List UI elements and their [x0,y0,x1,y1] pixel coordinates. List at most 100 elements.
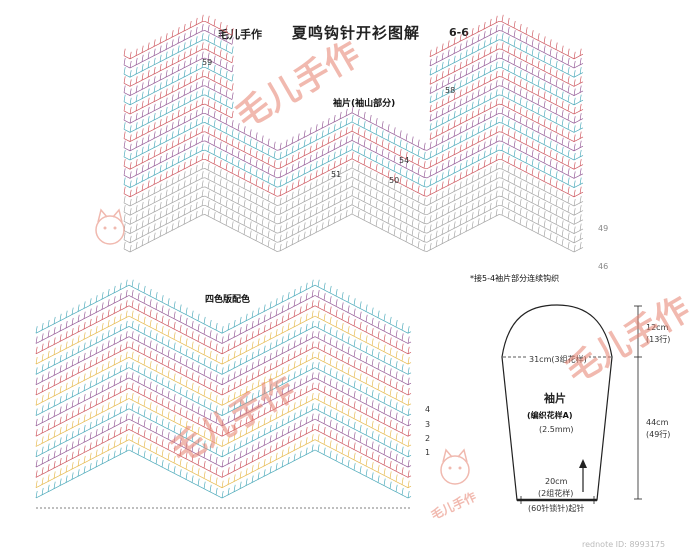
stitch-mark [275,421,278,429]
stitch-mark [123,177,126,185]
stitch-mark [225,209,228,217]
stitch-mark [173,311,176,319]
stitch-mark [47,392,50,400]
stitch-mark [83,445,86,453]
stitch-mark [171,85,174,93]
stitch-mark [281,367,284,375]
stitch-mark [407,367,410,375]
stitch-mark [549,131,552,139]
sleeve-name: 袖片 [544,392,566,405]
stitch-mark [549,159,552,167]
stitch-mark [135,57,138,65]
stitch-mark [125,341,128,349]
stitch-mark [167,360,170,368]
stitch-mark [125,392,128,401]
stitch-mark [161,367,164,375]
stitch-mark [209,484,212,492]
stitch-mark [219,31,222,39]
stitch-mark [317,320,320,328]
stitch-mark [101,322,104,331]
stitch-mark [299,388,302,396]
stitch-mark [287,302,290,310]
stitch-mark [447,169,450,177]
stitch-mark [555,217,558,225]
stitch-mark [209,350,212,358]
stitch-mark [119,365,122,373]
stitch-mark [95,367,98,375]
stitch-mark [357,118,360,126]
stitch-mark [489,193,492,201]
stitch-mark [303,176,306,184]
stitch-mark [483,21,486,30]
stitch-mark [281,326,284,334]
stitch-mark [299,357,302,366]
stitch-mark [207,172,210,180]
stitch-mark [305,282,308,290]
stitch-mark [149,361,152,369]
stitch-mark [447,86,450,94]
bottom-chart-row [35,408,412,458]
stitch-mark [335,433,338,441]
stitch-mark [143,378,146,386]
stitch-mark [377,403,380,411]
stitch-mark [147,235,150,243]
stitch-mark [159,63,162,72]
stitch-mark [483,77,486,85]
stitch-mark [311,413,314,421]
stitch-mark [507,155,510,163]
stitch-mark [353,401,356,409]
stitch-mark [549,168,552,176]
stitch-mark [209,474,212,482]
stitch-mark [65,393,68,401]
stitch-mark [483,31,486,39]
stitch-mark [227,446,230,454]
stitch-mark [153,149,156,157]
stitch-mark [119,426,122,435]
stitch-mark [303,185,306,193]
stitch-mark [513,214,516,222]
stitch-mark [299,316,302,324]
stitch-mark [153,131,156,139]
page-header: 毛儿手作 夏鸣钩针开衫图解 6-6 [0,24,699,48]
stitch-mark [353,452,356,460]
stitch-mark [201,189,204,197]
stitch-mark [179,438,182,446]
stitch-mark [579,177,582,185]
stitch-mark [335,361,338,369]
stitch-mark [251,465,254,473]
stitch-mark [201,171,204,179]
stitch-mark [65,362,68,370]
stitch-mark [329,409,332,417]
stitch-mark [387,161,390,169]
stitch-mark [513,158,516,167]
stitch-mark [179,407,182,415]
stitch-mark [377,465,380,473]
stitch-mark [335,330,338,338]
stitch-mark [311,300,314,308]
stitch-mark [501,88,504,96]
stitch-mark [215,456,218,465]
stitch-mark [189,140,192,148]
stitch-mark [453,37,456,45]
stitch-mark [83,455,86,463]
stitch-mark [227,456,230,465]
stitch-mark [257,431,260,439]
stitch-mark [429,58,432,66]
stitch-mark [365,304,368,312]
stitch-mark [435,46,438,54]
stitch-mark [233,392,236,400]
stitch-mark [147,116,150,124]
stitch-mark [185,369,188,377]
stitch-mark [489,28,492,36]
stitch-mark [209,371,212,379]
stitch-mark [371,472,374,480]
stitch-mark [41,343,44,351]
stitch-mark [213,92,216,100]
stitch-mark [251,423,254,432]
stitch-mark [261,218,264,226]
stitch-mark [167,339,170,347]
stitch-mark [429,141,432,149]
stitch-mark [287,322,290,331]
stitch-mark [177,73,180,81]
stitch-mark [71,462,74,470]
